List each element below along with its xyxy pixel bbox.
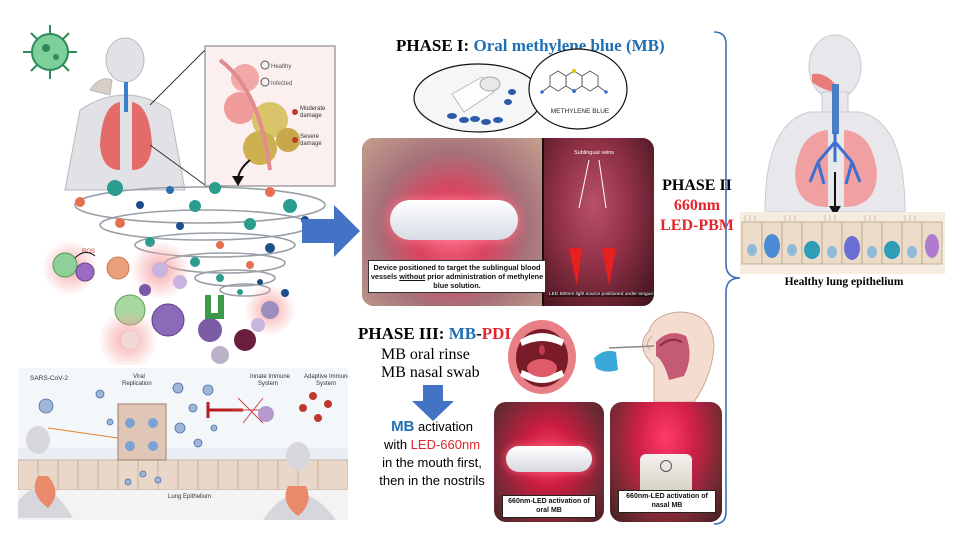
led-position-label: LED 660nm light source positioned under …: [549, 292, 654, 297]
nasal-activation-caption: 660nm-LED activation of nasal MB: [618, 490, 716, 513]
phase3-pdi: PDI: [481, 324, 512, 343]
open-mouth-illustration: [508, 320, 576, 394]
activation-mb: MB: [391, 418, 415, 435]
immune-cells: [42, 240, 296, 365]
sars-cov-2-label: SARS-CoV-2: [30, 375, 68, 382]
phase3-step-oral-rinse: MB oral rinse: [381, 346, 470, 363]
methylene-blue-molecule: [528, 48, 628, 130]
sublingual-device-photo: Sublingual veins LED 660nm light source …: [362, 138, 654, 306]
healthy-body-illustration: [764, 34, 906, 216]
virus-icon: [23, 25, 77, 79]
oral-led-device: [506, 446, 592, 472]
led-device: [390, 200, 518, 240]
oral-activation-photo: 660nm-LED activation of oral MB: [494, 402, 604, 522]
sublingual-veins-label: Sublingual veins: [574, 150, 615, 156]
methylene-blue-pills: [413, 63, 543, 133]
phase3-heading: PHASE III: MB-PDI: [358, 324, 512, 343]
activation-line3: in the mouth first,: [382, 455, 482, 470]
phase2-wavelength: 660nm: [673, 197, 721, 214]
phase3-mb: MB: [448, 324, 477, 343]
phase1-heading: PHASE I: Oral methylene blue (MB): [396, 36, 665, 56]
cytokine-dots: [75, 180, 309, 295]
activation-line4: then in the nostrils: [379, 473, 485, 488]
alveoli-inset: [204, 45, 336, 187]
oral-activation-caption: 660nm-LED activation of oral MB: [502, 495, 596, 518]
phase3-activation-text: MB activation with LED-660nm in the mout…: [372, 418, 492, 490]
infected-label: Infected: [271, 81, 292, 87]
methylene-blue-label: METHYLENE BLUE: [550, 108, 610, 115]
healthy-lungs: [795, 130, 877, 207]
down-arrow-icon: [412, 385, 454, 421]
phase2-photo-caption: Device positioned to target the sublingu…: [368, 260, 546, 293]
phase1-label: PHASE I:: [396, 36, 470, 55]
patient-figure: [64, 37, 186, 191]
ros-label: ROS: [82, 249, 95, 255]
lung-epithelium-small-label: Lung Epithelium: [168, 494, 211, 500]
phase2-label: PHASE II: [662, 177, 732, 194]
phase3-label: PHASE III:: [358, 324, 445, 343]
phase-bracket: [713, 31, 741, 525]
power-icon: [660, 460, 672, 472]
healthy-label: Healthy: [271, 64, 291, 70]
phase2-heading: PHASE II 660nm LED-PBM: [652, 176, 742, 236]
healthy-lung-epithelium-label: Healthy lung epithelium: [784, 276, 904, 288]
phase2-method: LED-PBM: [660, 217, 734, 234]
right-arrow-icon: [302, 205, 360, 257]
lung-epithelium-cells: [740, 212, 945, 274]
lungs-icon: [100, 82, 152, 170]
activation-led: LED-660nm: [410, 437, 481, 452]
nasal-swab-illustration: [594, 311, 715, 402]
phase3-step-nasal-swab: MB nasal swab: [381, 364, 480, 381]
phase1-title: Oral methylene blue (MB): [473, 36, 665, 55]
nasal-activation-photo: 660nm-LED activation of nasal MB: [610, 402, 722, 522]
virus-particles: [38, 382, 218, 486]
